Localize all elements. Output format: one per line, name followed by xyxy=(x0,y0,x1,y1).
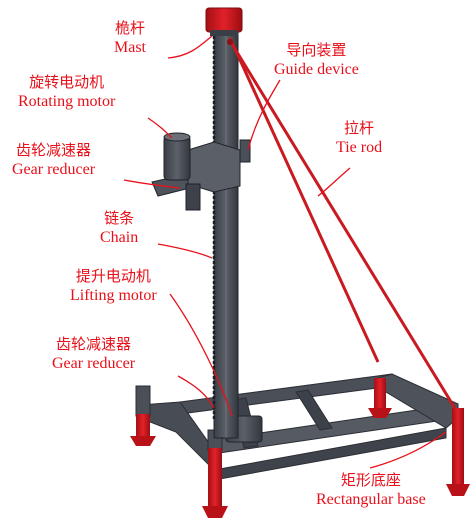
leg-front-right xyxy=(452,408,464,484)
label-chain: 链条 Chain xyxy=(100,208,138,248)
label-guide-device-zh: 导向装置 xyxy=(286,41,347,59)
base-rail-far xyxy=(179,373,393,415)
rotating-assembly xyxy=(151,132,251,211)
mast-top-cap xyxy=(205,7,243,33)
label-tie-rod-zh: 拉杆 xyxy=(344,119,375,137)
label-mast: 桅杆 Mast xyxy=(114,18,146,58)
leader-mast xyxy=(167,35,213,59)
label-rectangular-base-zh: 矩形底座 xyxy=(340,471,401,489)
leader-lifting-motor xyxy=(169,293,233,417)
foot-front-left xyxy=(202,506,228,518)
leader-tie-rod xyxy=(317,167,351,197)
rectangular-base-frame xyxy=(139,373,459,481)
guide-device-collar xyxy=(239,139,251,163)
label-rotating-motor: 旋转电动机 Rotating motor xyxy=(18,72,115,112)
tie-rods xyxy=(227,37,458,411)
base-cross-1 xyxy=(295,389,333,431)
label-chain-en: Chain xyxy=(100,229,139,246)
leg-rear-left xyxy=(136,414,150,436)
foot-rear-right xyxy=(368,408,392,418)
support-legs xyxy=(130,378,470,518)
label-mast-zh: 桅杆 xyxy=(114,19,145,37)
leader-lines xyxy=(123,35,447,469)
label-gear-reducer-top-zh: 齿轮减速器 xyxy=(16,141,92,159)
leg-rear-left-upper xyxy=(135,385,151,417)
rotating-motor-body xyxy=(163,135,191,181)
leg-rear-right xyxy=(374,378,386,408)
label-guide-device-en: Guide device xyxy=(274,61,359,78)
label-rotating-motor-zh: 旋转电动机 xyxy=(29,73,105,91)
tie-rod-joint-top xyxy=(227,39,233,45)
label-lifting-motor-zh: 提升电动机 xyxy=(75,267,151,285)
label-gear-reducer-bottom: 齿轮减速器 Gear reducer xyxy=(52,334,135,374)
leader-chain xyxy=(157,243,213,259)
label-gear-reducer-bottom-zh: 齿轮减速器 xyxy=(56,335,132,353)
label-chain-zh: 链条 xyxy=(104,209,135,227)
mast-top-plate xyxy=(210,30,238,36)
upper-gear-reducer xyxy=(185,183,201,211)
label-tie-rod: 拉杆 Tie rod xyxy=(336,118,382,158)
label-lifting-motor-en: Lifting motor xyxy=(70,287,157,304)
label-mast-en: Mast xyxy=(114,39,146,56)
label-guide-device: 导向装置 Guide device xyxy=(274,40,359,80)
leg-front-left xyxy=(208,448,222,506)
tie-rod-2 xyxy=(230,43,458,411)
label-tie-rod-en: Tie rod xyxy=(336,139,383,156)
tie-rod-1 xyxy=(228,37,380,363)
label-gear-reducer-bottom-en: Gear reducer xyxy=(52,355,136,372)
foot-front-right xyxy=(446,484,470,496)
leader-gear-reducer-bottom xyxy=(177,375,215,409)
label-gear-reducer-top: 齿轮减速器 Gear reducer xyxy=(12,140,95,180)
label-rectangular-base: 矩形底座 Rectangular base xyxy=(316,470,426,510)
label-lifting-motor: 提升电动机 Lifting motor xyxy=(70,266,157,306)
leader-rotating-motor xyxy=(147,117,173,139)
label-rectangular-base-en: Rectangular base xyxy=(316,491,426,508)
leader-guide-device xyxy=(247,79,281,151)
mast-assembly xyxy=(205,7,243,439)
rotating-motor-top xyxy=(163,132,191,142)
foot-rear-left xyxy=(130,436,156,446)
label-rotating-motor-en: Rotating motor xyxy=(18,93,116,110)
leader-rectangular-base xyxy=(369,431,447,469)
leader-gear-reducer-top xyxy=(123,179,181,189)
label-gear-reducer-top-en: Gear reducer xyxy=(12,161,96,178)
